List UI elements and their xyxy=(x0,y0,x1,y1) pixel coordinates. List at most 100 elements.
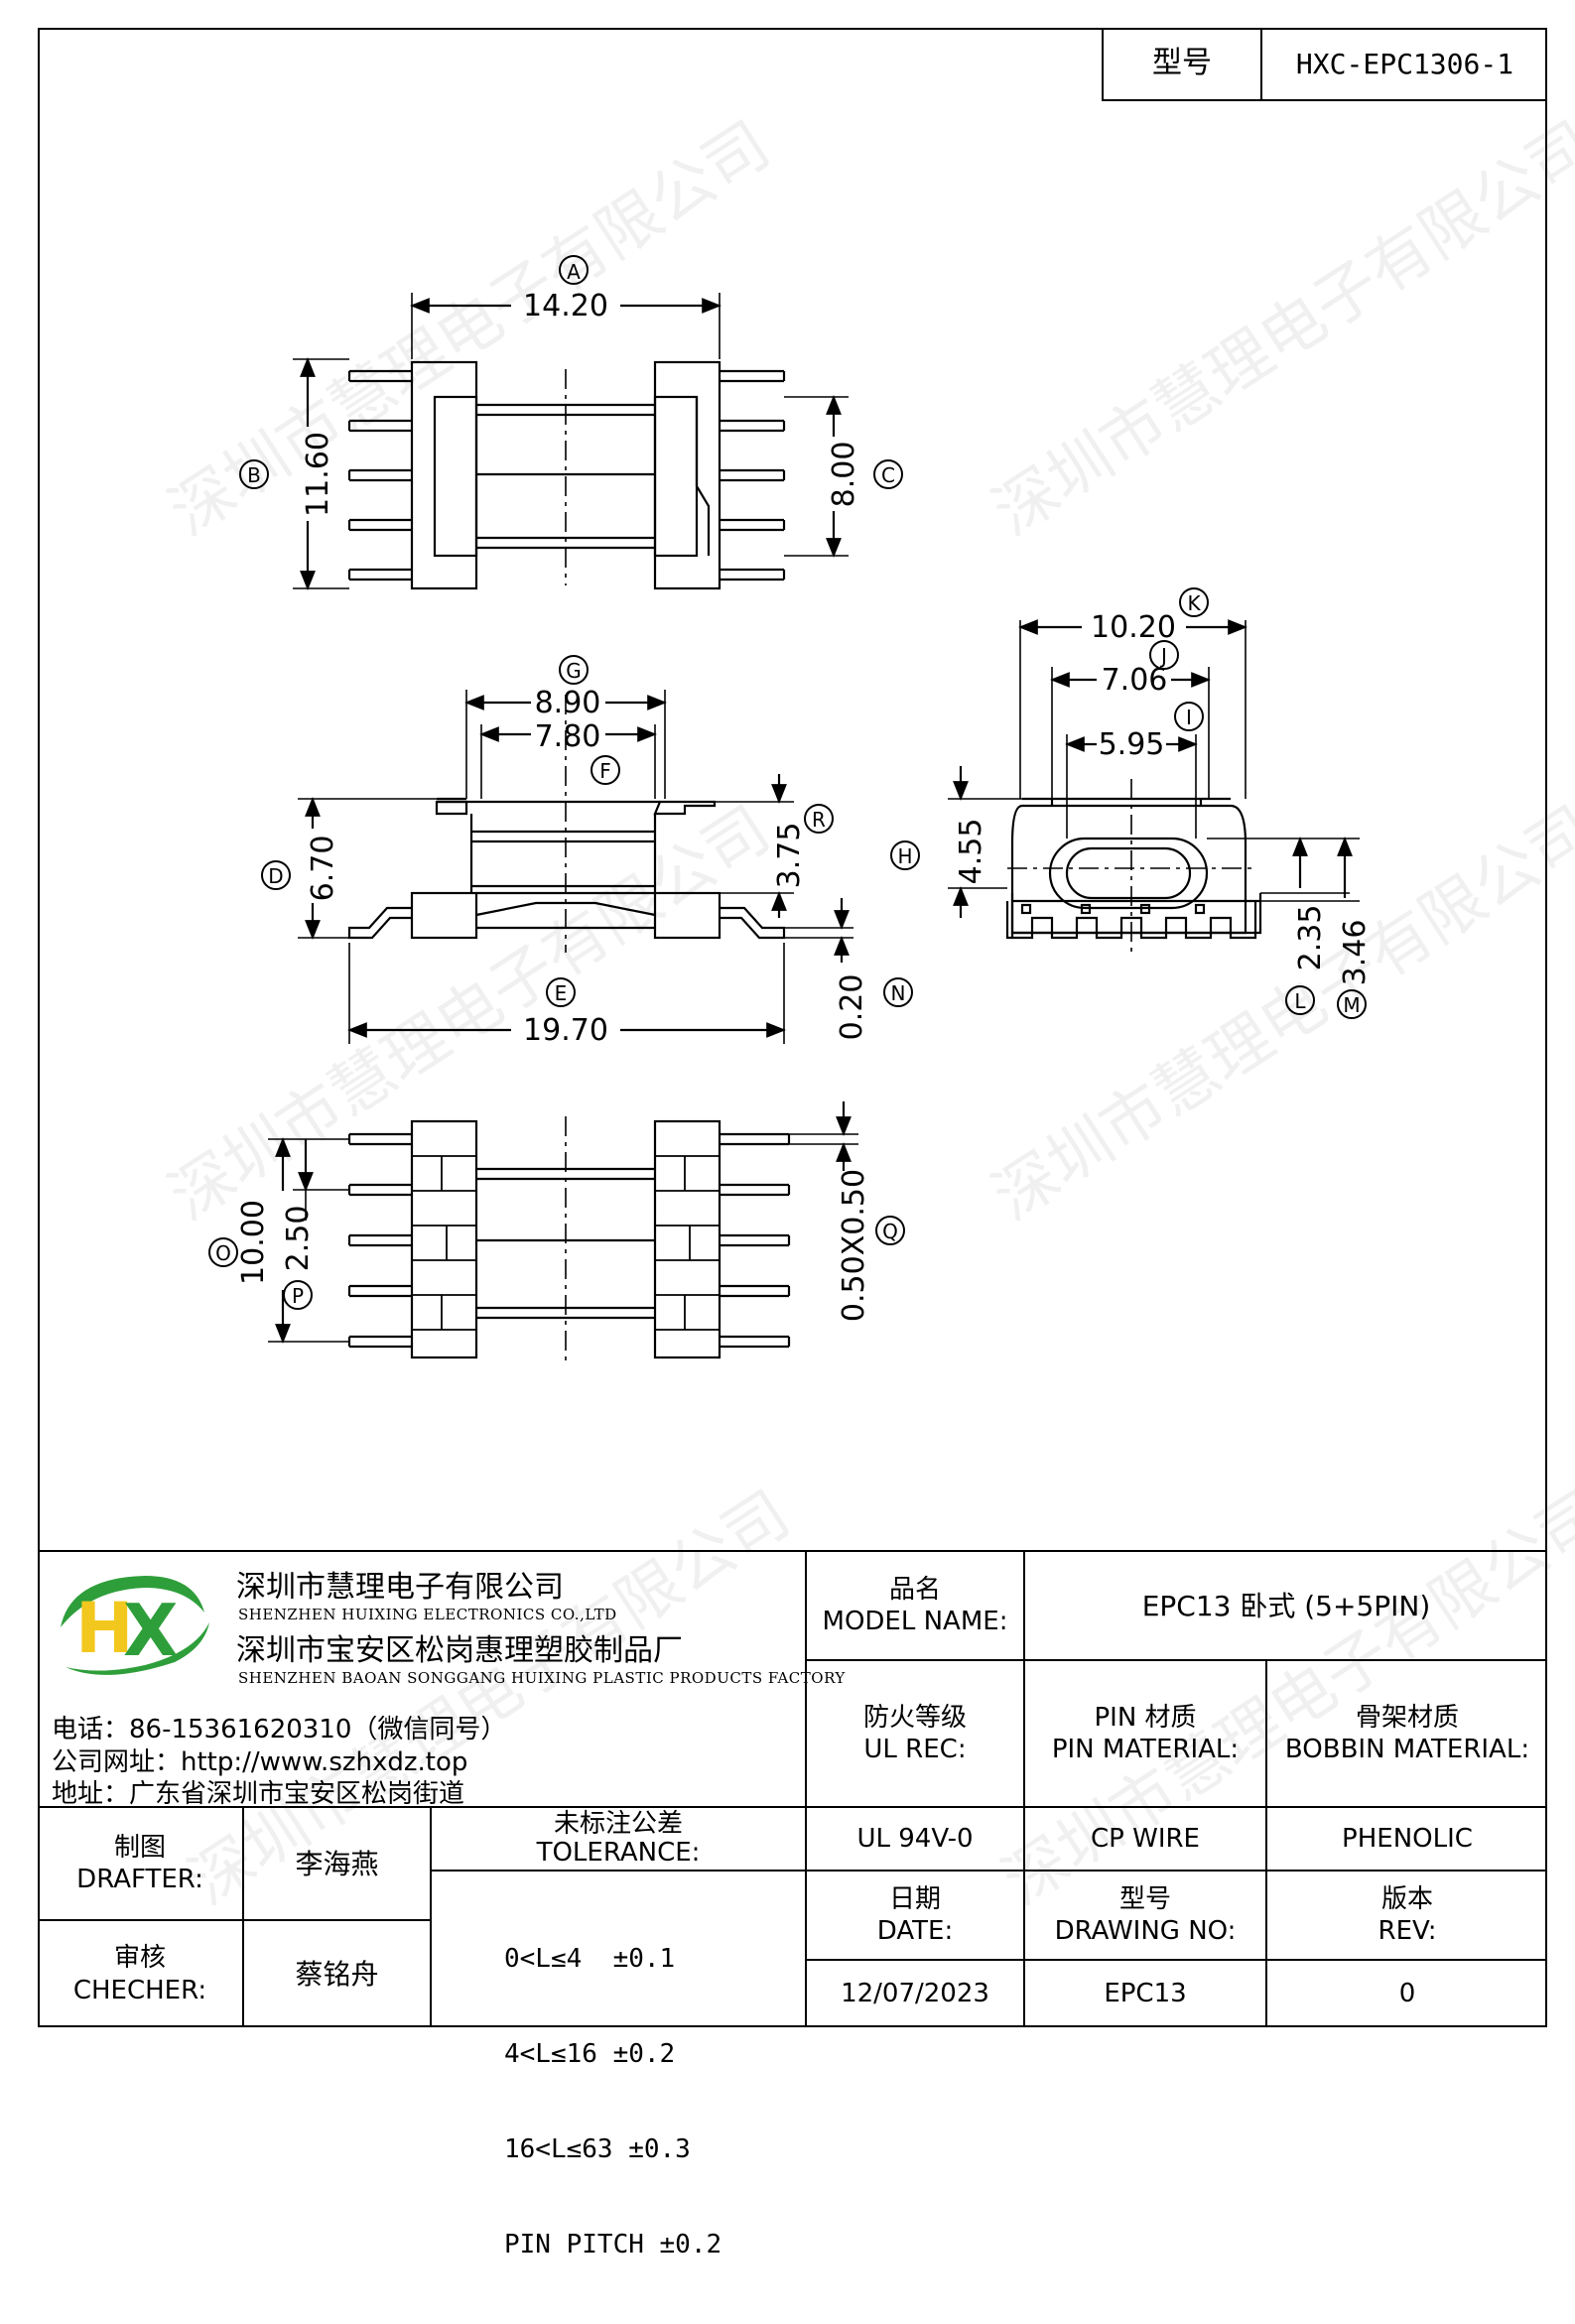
factory-name-cn: 深圳市宝安区松岗惠理塑胶制品厂 xyxy=(236,1633,683,1668)
drawing-no-en: DRAWING NO: xyxy=(1054,1916,1237,1946)
model-name-label: 品名 MODEL NAME: xyxy=(807,1552,1023,1659)
side-view xyxy=(948,619,1360,953)
dim-letter-p: P xyxy=(292,1284,304,1308)
pin-material-en: PIN MATERIAL: xyxy=(1051,1735,1240,1764)
drawing-no-cn: 型号 xyxy=(1118,1883,1171,1914)
ul-rec-value: UL 94V-0 xyxy=(856,1823,974,1854)
drafter-label: 制图 DRAFTER: xyxy=(38,1808,242,1919)
checker-en: CHECHER: xyxy=(72,1975,207,2005)
pin-material-cn: PIN 材质 xyxy=(1094,1702,1197,1733)
drafter-name: 李海燕 xyxy=(295,1847,379,1880)
bottom-view xyxy=(268,1101,858,1364)
dim-value-i: 5.95 xyxy=(1099,727,1165,762)
ul-rec-label: 防火等级 UL REC: xyxy=(807,1661,1023,1806)
company-logo: H X xyxy=(46,1568,214,1685)
model-name-value: EPC13 卧式 (5+5PIN) xyxy=(1141,1589,1431,1622)
dim-value-l: 2.35 xyxy=(1293,905,1328,971)
dim-letter-c: C xyxy=(881,463,895,487)
dim-letter-k: K xyxy=(1187,591,1201,615)
model-name-en: MODEL NAME: xyxy=(822,1607,1008,1636)
dim-letter-j: J xyxy=(1159,644,1167,668)
tolerance-row: 4<L≤16 ±0.2 xyxy=(504,2039,676,2069)
date-label: 日期 DATE: xyxy=(807,1872,1023,1959)
dim-letter-l: L xyxy=(1294,989,1306,1013)
company-address: 地址：广东省深圳市宝安区松岗街道 xyxy=(52,1779,465,1809)
tolerance-label: 未标注公差 TOLERANCE: xyxy=(432,1808,805,1870)
checker-name: 蔡铭舟 xyxy=(295,1958,379,1991)
dim-value-f: 7.80 xyxy=(535,719,601,754)
dim-value-q: 0.50X0.50 xyxy=(837,1169,871,1322)
dim-letter-m: M xyxy=(1343,993,1360,1017)
dim-value-j: 7.06 xyxy=(1102,663,1168,698)
dim-value-p: 2.50 xyxy=(281,1206,316,1272)
drafter-cn: 制图 xyxy=(113,1832,166,1863)
tolerance-row: PIN PITCH ±0.2 xyxy=(504,2230,722,2259)
dim-value-h: 4.55 xyxy=(954,819,988,885)
dim-letter-f: F xyxy=(599,759,611,783)
dim-letter-g: G xyxy=(566,659,582,683)
rev-cn: 版本 xyxy=(1380,1883,1433,1914)
bobbin-material-label: 骨架材质 BOBBIN MATERIAL: xyxy=(1267,1661,1547,1806)
logo-letter-x: X xyxy=(123,1589,179,1672)
bobbin-material-value: PHENOLIC xyxy=(1342,1823,1473,1854)
dim-value-e: 19.70 xyxy=(523,1013,608,1048)
date-en: DATE: xyxy=(876,1916,954,1946)
dim-value-m: 3.46 xyxy=(1338,920,1373,986)
drafter-en: DRAFTER: xyxy=(76,1865,203,1894)
dim-value-b: 11.60 xyxy=(301,432,335,517)
pin-material-value: CP WIRE xyxy=(1091,1823,1200,1854)
bobbin-material-en: BOBBIN MATERIAL: xyxy=(1284,1735,1530,1764)
checker-label: 审核 CHECHER: xyxy=(38,1921,242,2027)
tolerance-en: TOLERANCE: xyxy=(536,1838,701,1868)
tolerance-row: 16<L≤63 ±0.3 xyxy=(504,2134,691,2164)
dim-letter-n: N xyxy=(891,981,906,1005)
model-name-cn: 品名 xyxy=(888,1574,941,1605)
tolerance-list: 0<L≤4 ±0.1 4<L≤16 ±0.2 16<L≤63 ±0.3 PIN … xyxy=(504,1879,722,2324)
dim-value-c: 8.00 xyxy=(827,442,861,508)
dim-letter-i: I xyxy=(1186,706,1192,729)
rev-label: 版本 REV: xyxy=(1267,1872,1547,1959)
dim-letter-a: A xyxy=(567,260,581,284)
drawing-frame xyxy=(38,28,1547,2027)
tolerance-row: 0<L≤4 ±0.1 xyxy=(504,1944,676,1974)
dim-letter-q: Q xyxy=(882,1220,898,1243)
logo-letter-h: H xyxy=(75,1588,134,1669)
top-view xyxy=(293,293,849,590)
front-view xyxy=(298,690,853,1044)
header-model-label: 型号 xyxy=(1152,46,1212,81)
dim-value-n: 0.20 xyxy=(835,974,869,1041)
company-website[interactable]: 公司网址：http://www.szhxdz.top xyxy=(52,1747,468,1777)
date-cn: 日期 xyxy=(888,1883,941,1914)
dim-value-g: 8.90 xyxy=(535,686,601,720)
dim-value-a: 14.20 xyxy=(523,289,608,323)
pin-material-label: PIN 材质 PIN MATERIAL: xyxy=(1025,1661,1265,1806)
dim-value-d: 6.70 xyxy=(306,836,340,902)
dim-letter-o: O xyxy=(215,1241,231,1265)
rev-value: 0 xyxy=(1398,1979,1416,2009)
dim-value-r: 3.75 xyxy=(772,823,807,889)
title-block: H X 深圳市慧理电子有限公司 SHENZHEN HUIXING ELECTRO… xyxy=(38,1550,1547,2259)
factory-name-en: SHENZHEN BAOAN SONGGANG HUIXING PLASTIC … xyxy=(238,1669,846,1687)
dim-letter-h: H xyxy=(897,844,912,868)
dim-letter-d: D xyxy=(268,864,283,888)
header-model-box: 型号 HXC-EPC1306-1 xyxy=(1102,28,1547,101)
drawing-no-label: 型号 DRAWING NO: xyxy=(1025,1872,1265,1959)
tolerance-cn: 未标注公差 xyxy=(553,1809,683,1840)
checker-cn: 审核 xyxy=(113,1943,166,1973)
dim-letter-b: B xyxy=(247,463,261,487)
dim-letter-e: E xyxy=(555,981,568,1005)
bobbin-material-cn: 骨架材质 xyxy=(1355,1702,1459,1733)
ul-rec-en: UL REC: xyxy=(863,1735,967,1764)
dim-letter-r: R xyxy=(812,808,826,832)
dim-value-k: 10.20 xyxy=(1091,610,1176,645)
dim-value-o: 10.00 xyxy=(236,1200,271,1285)
company-name-cn: 深圳市慧理电子有限公司 xyxy=(236,1570,564,1605)
ul-rec-cn: 防火等级 xyxy=(862,1702,967,1733)
header-model-value: HXC-EPC1306-1 xyxy=(1295,47,1514,80)
company-name-en: SHENZHEN HUIXING ELECTRONICS CO.,LTD xyxy=(238,1606,617,1623)
rev-en: REV: xyxy=(1378,1916,1437,1946)
date-value: 12/07/2023 xyxy=(841,1979,989,2009)
company-phone: 电话：86-15361620310（微信同号） xyxy=(52,1715,507,1744)
technical-drawing: A 14.20 B 11.60 C 8.00 G 8.90 7.80 F R 3… xyxy=(208,255,1373,1364)
drawing-no-value: EPC13 xyxy=(1104,1979,1187,2009)
